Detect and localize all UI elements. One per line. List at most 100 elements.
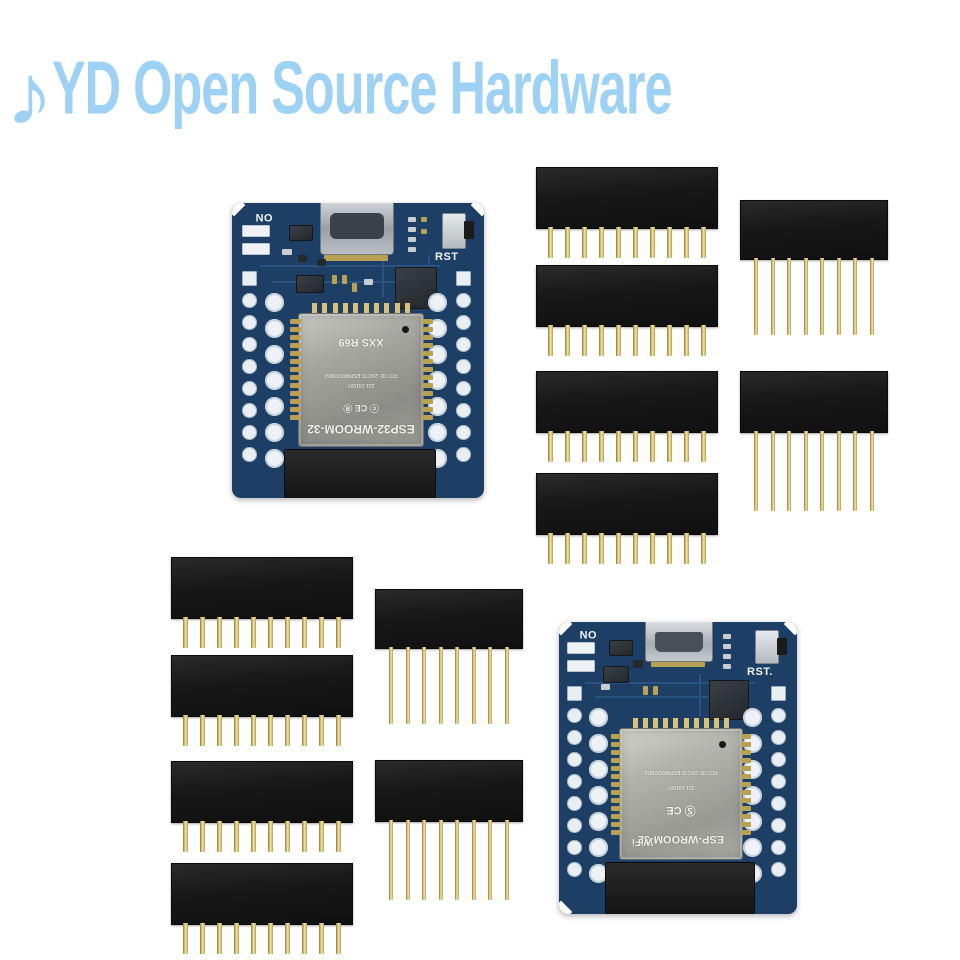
header-pins — [536, 533, 718, 564]
header-pin — [217, 821, 222, 852]
pad — [743, 838, 762, 857]
pad — [589, 838, 608, 857]
header-pin — [616, 227, 621, 258]
pad — [242, 447, 257, 462]
wifi-logo-icon: WiFi — [632, 836, 654, 847]
header-pin — [853, 431, 858, 511]
header-pin — [599, 227, 604, 258]
module-code: XXS R69 — [338, 336, 384, 348]
pcb-corner-notch — [559, 622, 573, 636]
usb-solder-pads — [651, 662, 705, 667]
smd-pad — [421, 217, 427, 222]
pad-column-left-inner[interactable] — [265, 293, 284, 468]
pcb-corner-notch — [470, 203, 484, 217]
smd-resistor — [364, 279, 373, 285]
header-pin — [684, 431, 689, 462]
pad-column-right-outer[interactable] — [771, 686, 786, 877]
header-pin — [422, 647, 427, 724]
header-pin — [803, 258, 808, 335]
pad — [771, 686, 786, 701]
usb-solder-pads — [324, 255, 388, 261]
reset-button-actuator — [464, 221, 474, 240]
module-name: ESP32-WROOM-32 — [307, 422, 415, 436]
header-pin — [488, 820, 493, 900]
reset-button[interactable] — [755, 630, 787, 664]
esp32-board-micro-usb[interactable]: ON RST. — [559, 622, 797, 914]
power-label: ON — [579, 628, 597, 640]
header-strip-10pin-short[interactable] — [171, 761, 353, 853]
esp32-module: FCC ID: 2AC7Z-ESPWROOM32 211-141007 Ⓢ CE… — [619, 728, 743, 860]
header-pin — [319, 715, 324, 746]
pcb-trace — [382, 257, 384, 297]
jumper-pad — [242, 243, 270, 255]
pad — [771, 840, 786, 855]
header-strip-10pin-short[interactable] — [171, 863, 353, 955]
module-shield-border — [299, 314, 423, 446]
header-pin — [701, 227, 706, 258]
header-strip-8pin-long[interactable] — [740, 200, 888, 335]
header-pin — [200, 617, 205, 648]
header-pin — [548, 533, 553, 564]
header-strip-10pin-short[interactable] — [536, 167, 718, 259]
header-body — [171, 557, 353, 619]
reset-label: RST — [435, 251, 459, 263]
header-pin — [319, 617, 324, 648]
header-pin — [869, 258, 874, 335]
smd-resistor — [408, 217, 416, 222]
header-strip-10pin-short[interactable] — [536, 473, 718, 565]
header-pin — [217, 715, 222, 746]
pad — [456, 447, 471, 462]
pad-column-left-inner[interactable] — [589, 708, 608, 883]
pad — [242, 403, 257, 418]
header-pin — [319, 821, 324, 852]
ce-mark-icon: ⓒ CE Ⓡ — [343, 403, 379, 413]
module-castellations-right — [422, 319, 433, 420]
esp32-module: XXS R69 FCC ID: 2AC7Z-ESPWROOM32 211-141… — [298, 313, 424, 447]
header-body — [536, 265, 718, 327]
header-strip-8pin-long[interactable] — [740, 371, 888, 511]
music-note-icon: ♪ — [4, 47, 54, 143]
header-strip-8pin-long[interactable] — [375, 760, 523, 900]
smd-resistor — [408, 237, 416, 242]
pad — [743, 708, 762, 727]
module-marker-dot — [402, 326, 409, 333]
pad — [456, 337, 471, 352]
header-pin — [565, 533, 570, 564]
header-pin — [548, 325, 553, 356]
header-pins — [171, 923, 353, 954]
pad — [771, 730, 786, 745]
smd-resistor — [282, 249, 292, 255]
header-strip-10pin-short[interactable] — [171, 557, 353, 649]
header-body — [171, 655, 353, 717]
header-pins — [740, 258, 888, 335]
pad-column-right-outer[interactable] — [456, 271, 471, 462]
header-pin — [336, 923, 341, 954]
header-pins — [536, 325, 718, 356]
header-pin — [853, 258, 858, 335]
header-pin — [684, 227, 689, 258]
header-pin — [471, 820, 476, 900]
regulator-chip — [609, 640, 633, 656]
header-strip-10pin-short[interactable] — [536, 371, 718, 463]
esp32-board-usb-c[interactable]: ON RST — [232, 203, 484, 498]
pad — [589, 734, 608, 753]
pcb-trace — [585, 682, 755, 684]
header-body — [375, 589, 523, 649]
header-pin — [633, 431, 638, 462]
pad-column-left-outer[interactable] — [242, 271, 257, 462]
header-body — [536, 473, 718, 535]
header-body — [740, 200, 888, 260]
header-strip-10pin-short[interactable] — [171, 655, 353, 747]
pcb-trace — [699, 674, 701, 716]
bottom-header-block — [605, 862, 755, 914]
reset-button[interactable] — [442, 213, 474, 249]
header-strip-8pin-long[interactable] — [375, 589, 523, 724]
pcb-trace — [595, 696, 735, 698]
pad-column-left-outer[interactable] — [567, 686, 582, 877]
header-pin — [633, 533, 638, 564]
header-strip-10pin-short[interactable] — [536, 265, 718, 357]
micro-usb-connector — [645, 622, 713, 662]
header-pins — [375, 647, 523, 724]
smd-pad — [643, 686, 648, 695]
header-pin — [251, 923, 256, 954]
